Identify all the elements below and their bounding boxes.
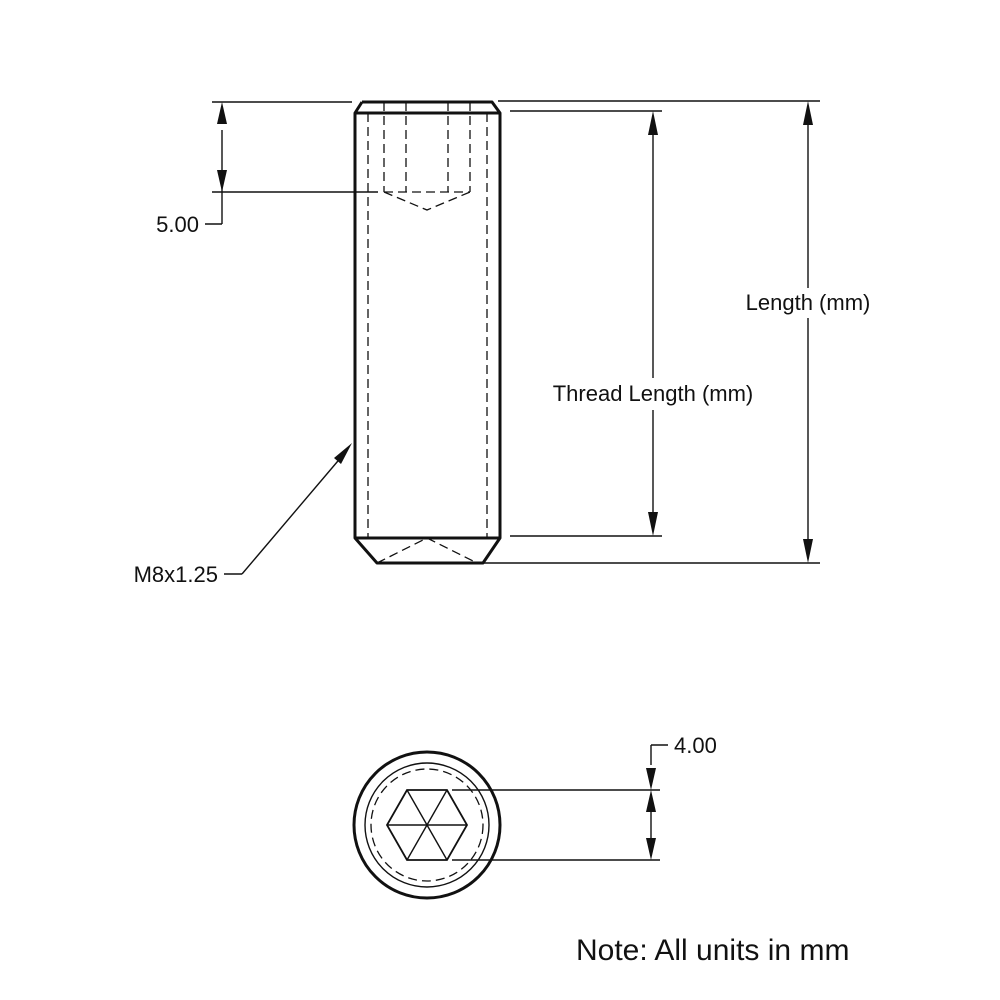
length-label: Length (mm) (746, 290, 871, 315)
chamfer-circle (364, 762, 490, 888)
thread-spec-label: M8x1.25 (134, 562, 218, 587)
length-dimension (484, 100, 820, 564)
thread-length-dimension (510, 110, 662, 537)
hex-socket-hidden (383, 102, 471, 211)
hex-size-dimension (452, 744, 668, 861)
hex-size-label: 4.00 (674, 733, 717, 758)
socket-depth-label: 5.00 (156, 212, 199, 237)
thread-spec-leader (224, 443, 352, 575)
screw-body-outline (353, 100, 502, 565)
units-note: Note: All units in mm (576, 934, 849, 967)
thread-length-label: Thread Length (mm) (553, 381, 754, 406)
hex-socket-corner-lines (387, 789, 467, 861)
side-view (353, 100, 502, 565)
thread-circle-hidden (370, 768, 484, 882)
socket-depth-dimension (205, 101, 378, 225)
end-view (352, 750, 502, 900)
outer-circle (352, 750, 502, 900)
cone-point-hidden (376, 537, 478, 564)
